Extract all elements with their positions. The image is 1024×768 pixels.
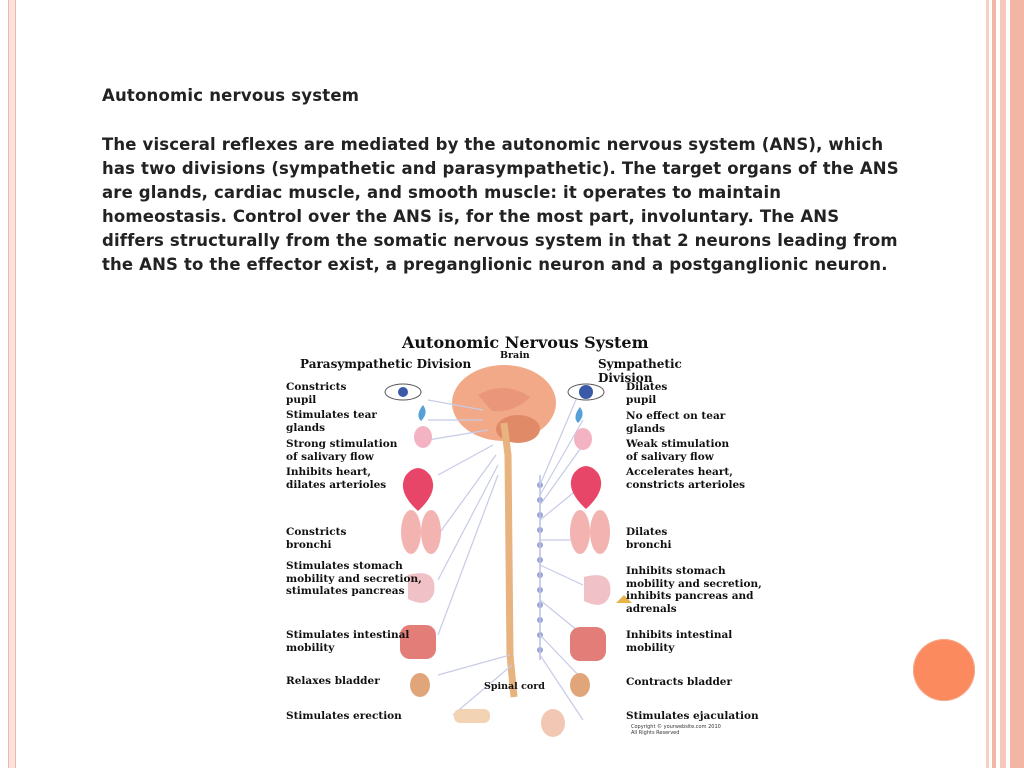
heart-right	[570, 466, 602, 509]
symp-label-ejaculation: Stimulates ejaculation	[626, 710, 759, 722]
para-label-pupil: Constricts pupil	[286, 381, 347, 406]
lung-right-1	[570, 510, 590, 554]
para-label-tear: Stimulates tear glands	[286, 409, 377, 434]
para-label-salivary: Strong stimulation of salivary flow	[286, 438, 398, 463]
organ-right-bottom	[541, 709, 565, 737]
slide-right-border	[986, 0, 1024, 768]
symp-label-stomach: Inhibits stomach mobility and secretion,…	[626, 565, 762, 615]
bladder-right	[570, 673, 590, 697]
ans-diagram: Autonomic Nervous System Brain Spinal co…	[278, 325, 762, 745]
para-label-erection: Stimulates erection	[286, 710, 402, 722]
lung-right-2	[590, 510, 610, 554]
brain-label: Brain	[500, 350, 530, 361]
slide-left-border	[8, 0, 16, 768]
brain-inner	[478, 387, 530, 412]
intestine-right	[570, 627, 606, 661]
symp-label-pupil: Dilates pupil	[626, 381, 668, 406]
parasympathetic-heading: Parasympathetic Division	[300, 357, 472, 371]
symp-label-bladder: Contracts bladder	[626, 676, 733, 688]
slide-paragraph: The visceral reflexes are mediated by th…	[102, 135, 899, 274]
adrenal-right	[616, 595, 632, 603]
diagram-title: Autonomic Nervous System	[402, 333, 649, 352]
symp-label-salivary: Weak stimulation of salivary flow	[626, 438, 730, 463]
bladder-left	[410, 673, 430, 697]
symp-label-bronchi: Dilates bronchi	[626, 526, 672, 551]
intestine-left	[400, 625, 436, 659]
sympathetic-heading: Sympathetic Division	[598, 357, 682, 385]
organ-left-bottom	[454, 709, 490, 723]
heart-left	[402, 468, 434, 511]
salivary-right	[574, 428, 592, 450]
salivary-left	[414, 426, 432, 448]
symp-label-heart: Accelerates heart, constricts arterioles	[626, 466, 746, 491]
para-label-bladder: Relaxes bladder	[286, 675, 380, 687]
stomach-right	[584, 575, 611, 605]
diagram-copyright: Copyright © yourwebsite.com 2010 All Rig…	[631, 724, 721, 736]
spinal-cord-label: Spinal cord	[484, 681, 545, 692]
para-label-intestine: Stimulates intestinal mobility	[286, 629, 410, 654]
slide-heading: Autonomic nervous system	[102, 86, 360, 105]
tear-gland-right	[575, 407, 583, 423]
parasympathetic-nerves	[427, 399, 513, 716]
para-label-bronchi: Constricts bronchi	[286, 526, 347, 551]
symp-label-tear: No effect on tear glands	[626, 410, 726, 435]
stomach-left	[408, 573, 435, 603]
ans-illustration	[384, 365, 632, 737]
para-label-stomach: Stimulates stomach mobility and secretio…	[286, 560, 422, 597]
spinal-cord	[500, 422, 518, 698]
decorative-orange-circle	[913, 639, 975, 701]
symp-label-intestine: Inhibits intestinal mobility	[626, 629, 733, 654]
tear-gland-left	[418, 405, 426, 421]
lung-left-2	[421, 510, 441, 554]
para-label-heart: Inhibits heart, dilates arterioles	[286, 466, 387, 491]
lung-left-1	[401, 510, 421, 554]
